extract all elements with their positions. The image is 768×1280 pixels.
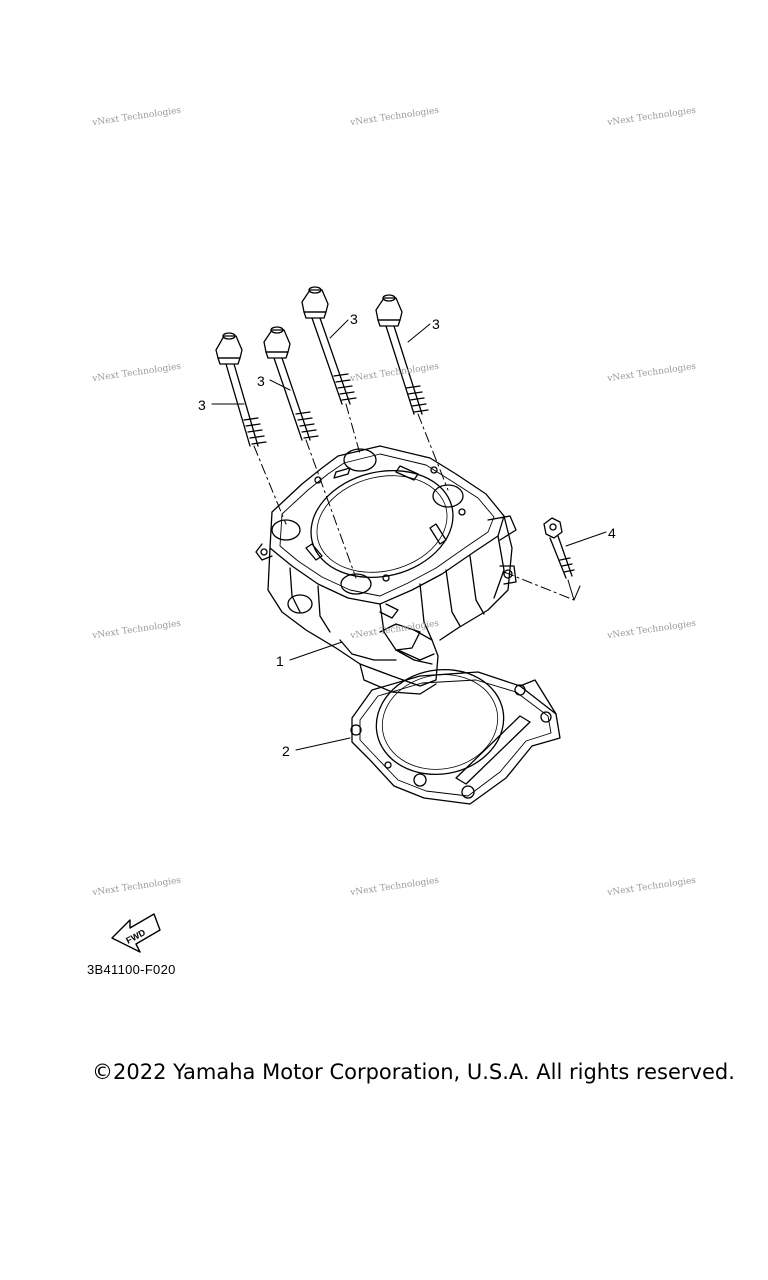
figure-code: 3B41100-F020 xyxy=(87,962,176,977)
callout-2: 2 xyxy=(282,743,290,759)
cylinder-bolt-d xyxy=(375,294,429,415)
cylinder-gasket xyxy=(350,668,561,805)
callout-1: 1 xyxy=(276,653,284,669)
callout-3-c: 3 xyxy=(350,311,358,327)
cylinder-bolt-a xyxy=(215,332,267,447)
cylinder-bolt-c xyxy=(301,286,357,405)
fwd-label: FWD xyxy=(124,927,147,946)
cylinder-bolt-b xyxy=(263,326,319,441)
callout-3-a: 3 xyxy=(198,397,206,413)
callout-4: 4 xyxy=(608,525,616,541)
copyright-notice: ©2022 Yamaha Motor Corporation, U.S.A. A… xyxy=(92,1060,735,1084)
cylinder-block xyxy=(255,445,517,695)
leader-lines xyxy=(211,319,607,751)
fwd-arrow-icon xyxy=(111,913,161,953)
alignment-lines xyxy=(253,403,575,601)
callout-3-d: 3 xyxy=(432,316,440,332)
callout-3-b: 3 xyxy=(257,373,265,389)
small-bolt xyxy=(543,517,575,579)
